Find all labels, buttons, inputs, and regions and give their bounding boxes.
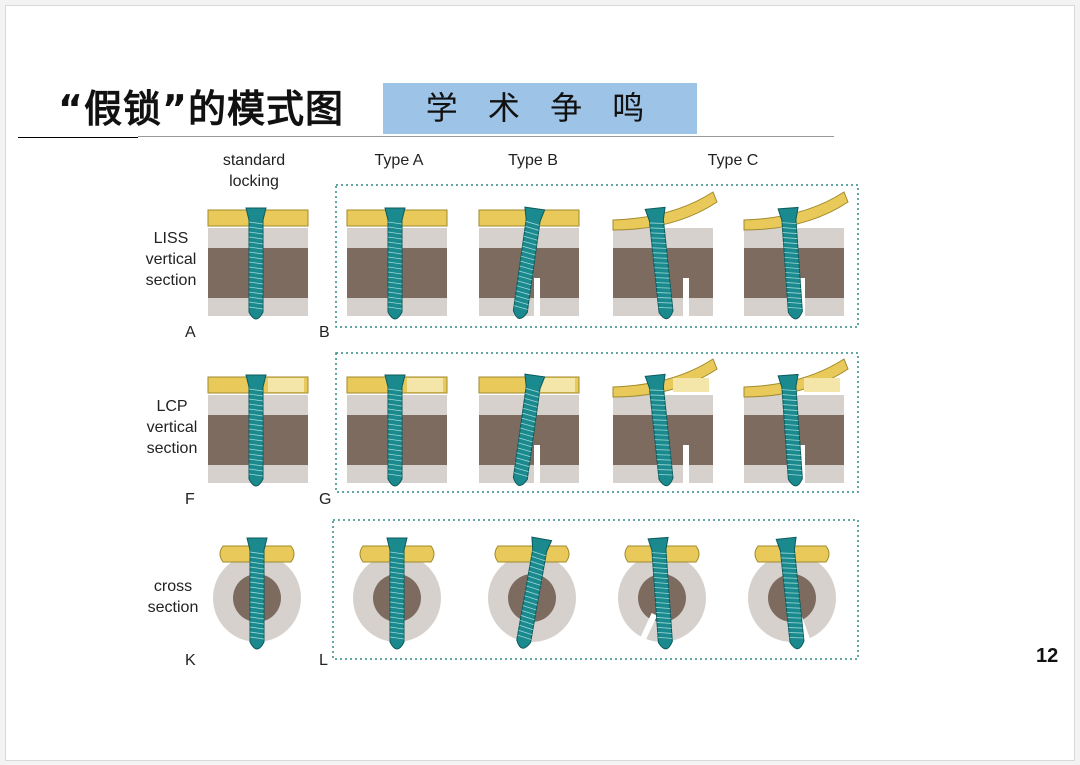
cortex-bottom: [479, 298, 579, 316]
screw: [386, 537, 408, 650]
row-label-cross: cross section: [147, 578, 199, 616]
slide-title: “假锁”的模式图: [58, 87, 344, 131]
panel-g-type-a: [346, 374, 448, 487]
panel-b-type-b: [478, 206, 580, 319]
header-type-c: Type C: [707, 152, 759, 169]
plate-hole: [804, 378, 840, 392]
panel-letter-a: A: [185, 324, 196, 341]
title-underline: [18, 137, 138, 138]
header-type-a: Type A: [374, 152, 424, 169]
screw: [516, 536, 553, 649]
screw: [644, 206, 674, 320]
screw: [246, 537, 268, 650]
screw: [384, 207, 406, 320]
group-border-lcp: [335, 352, 859, 493]
panel-b-type-c-1: [612, 191, 718, 320]
panel-l-type-a: [353, 537, 441, 650]
panel-letter-f: F: [185, 491, 195, 508]
fracture-gap: [534, 445, 540, 485]
plate-hole: [407, 378, 443, 392]
diagram-canvas: [207, 184, 859, 660]
panel-g-type-c-2: [743, 358, 849, 487]
group-border-cross: [332, 519, 859, 660]
title-divider: [138, 136, 834, 137]
panel-k: [213, 537, 301, 650]
screw: [245, 207, 267, 320]
panel-a: [207, 207, 309, 320]
panel-g-type-b: [478, 373, 580, 486]
section-tag: 学 术 争 鸣: [383, 83, 697, 134]
fracture-gap: [799, 445, 805, 485]
screw: [647, 536, 673, 650]
header-type-b: Type B: [508, 152, 558, 169]
locking-diagram: standard locking Type A Type B Type C LI…: [137, 138, 867, 682]
plate-hole: [673, 378, 709, 392]
panel-letter-l: L: [319, 652, 328, 669]
panel-letter-b: B: [319, 324, 330, 341]
panel-letter-k: K: [185, 652, 196, 669]
screw: [644, 373, 674, 487]
screw: [777, 206, 803, 320]
plate-hole: [539, 378, 575, 392]
panel-b-type-a: [346, 207, 448, 320]
screw: [245, 374, 267, 487]
screw: [775, 536, 805, 650]
fracture-gap: [683, 445, 689, 485]
fracture-gap: [638, 613, 658, 643]
cortex-bottom: [479, 465, 579, 483]
screw: [384, 374, 406, 487]
panel-b-type-c-2: [743, 191, 849, 320]
page-number: 12: [1036, 645, 1059, 667]
row-label-liss: LISS vertical section: [145, 230, 197, 289]
plate-hole: [268, 378, 304, 392]
header-standard-locking: standard locking: [222, 152, 286, 190]
fracture-gap: [534, 278, 540, 318]
row-label-lcp: LCP vertical section: [146, 398, 198, 457]
screw: [777, 373, 803, 487]
fracture-gap: [683, 278, 689, 318]
panel-l-type-b: [488, 536, 576, 649]
screw: [512, 373, 546, 486]
group-border-liss: [335, 184, 859, 328]
panel-l-type-c-1: [618, 536, 706, 650]
screw: [512, 206, 546, 319]
fracture-gap: [799, 278, 805, 318]
panel-g-type-c-1: [612, 358, 718, 487]
panel-f: [207, 374, 309, 487]
panel-l-type-c-2: [748, 536, 836, 650]
panel-letter-g: G: [319, 491, 332, 508]
